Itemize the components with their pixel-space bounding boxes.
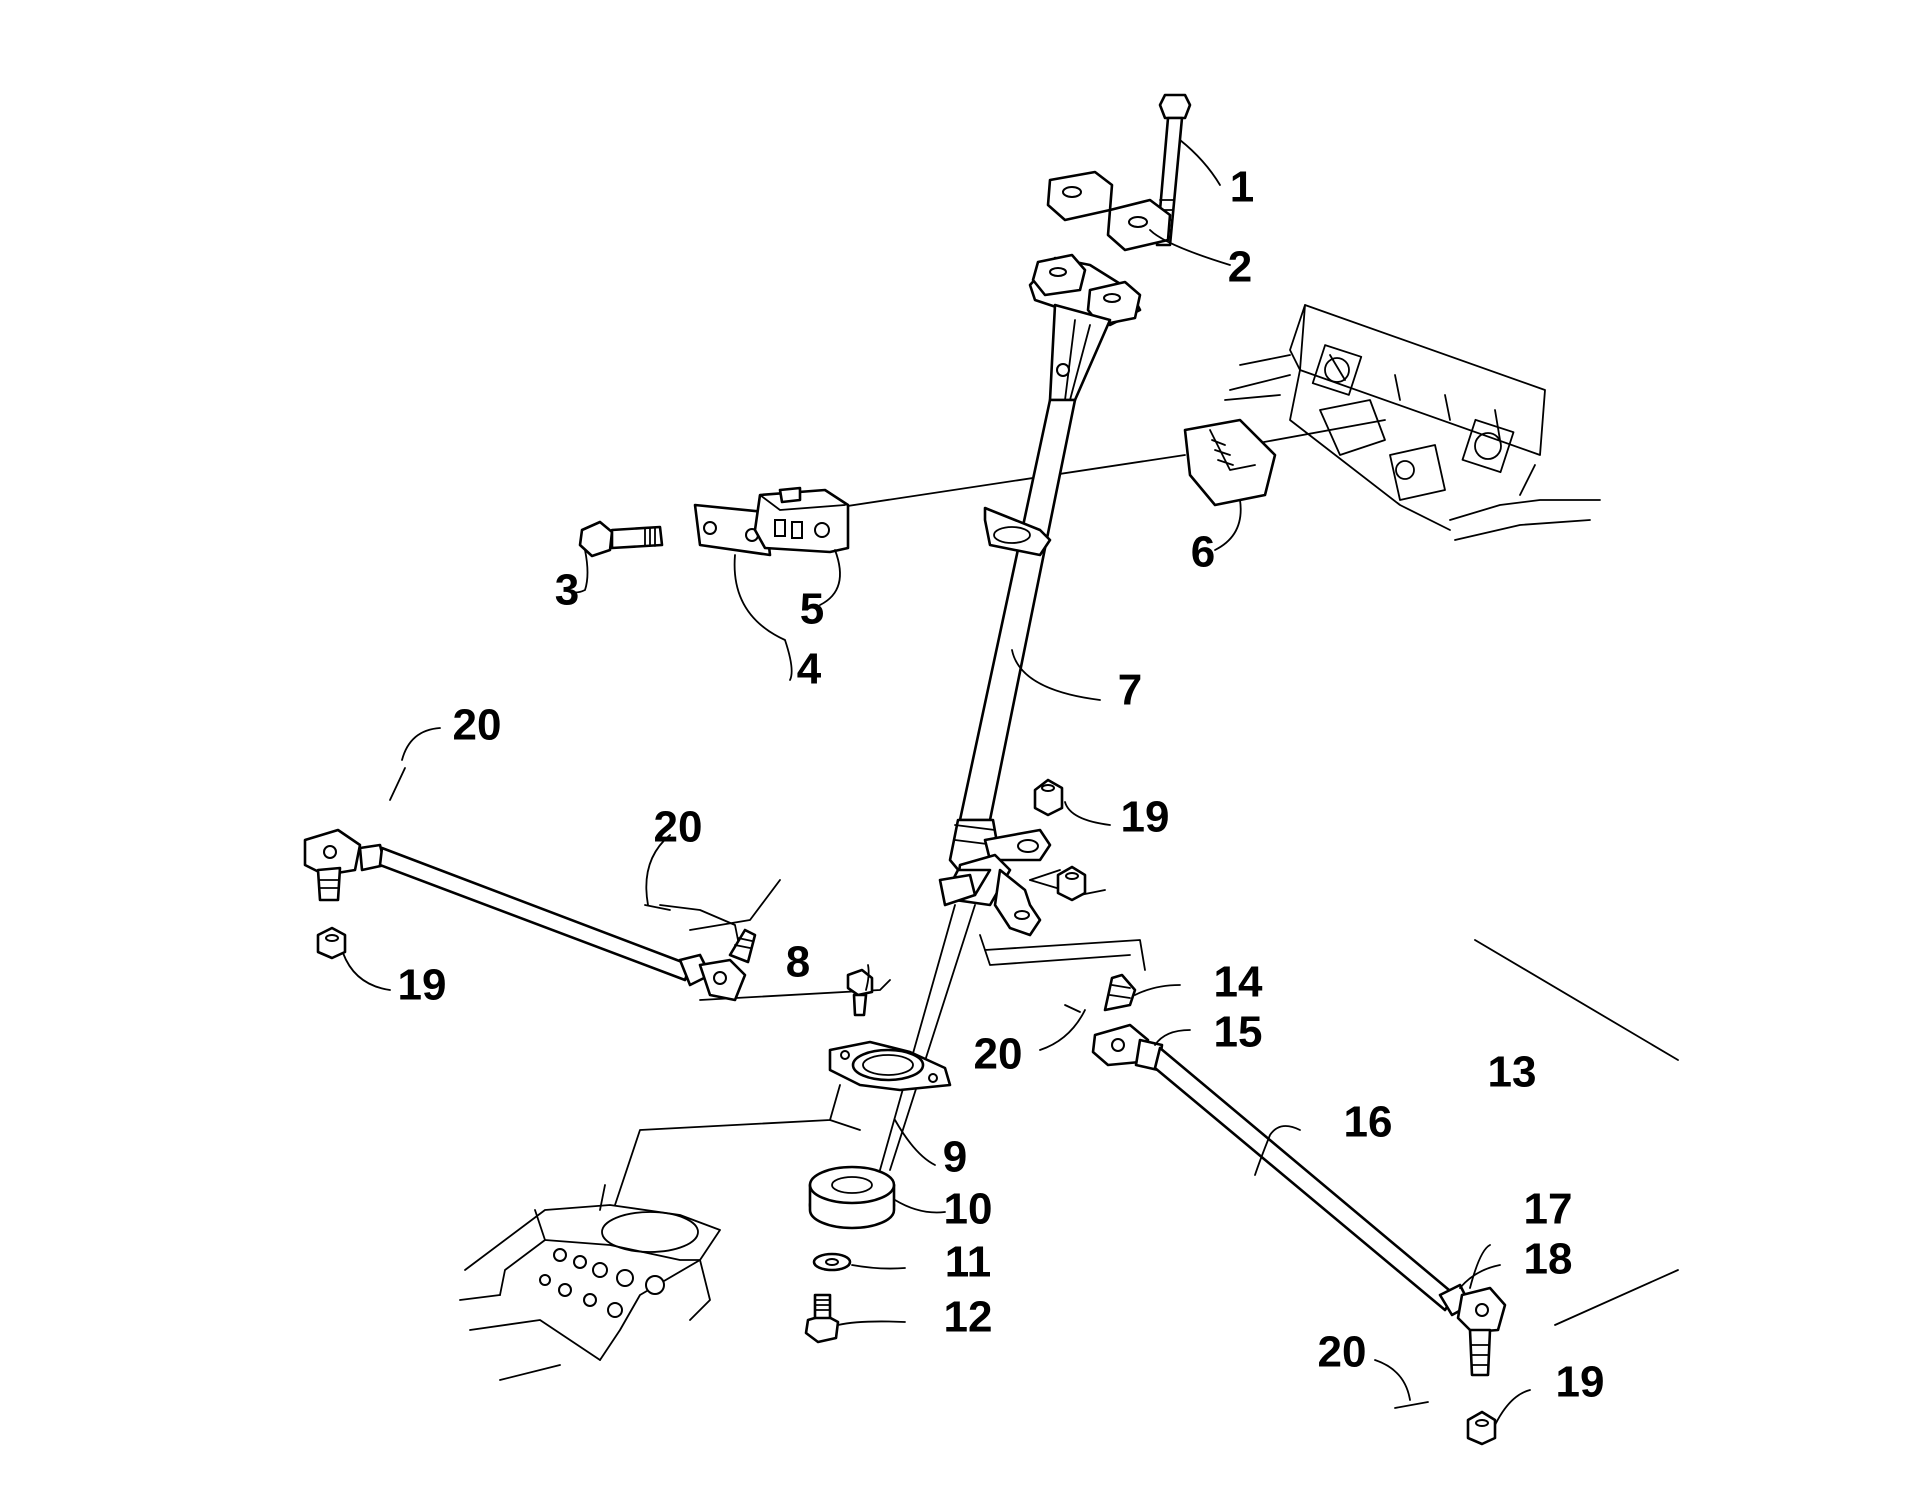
callout-19-column: 19 [1121,793,1170,842]
cotter-pin-part-20-lower-right [1394,1401,1429,1409]
callout-5: 5 [800,585,824,634]
callout-9: 9 [943,1133,967,1182]
callout-20-lower-right: 20 [1318,1328,1367,1377]
bushing-block-part-6 [1183,418,1277,507]
bushing-block-part-5 [753,486,850,554]
washer-part-11 [812,1252,852,1272]
callout-2: 2 [1228,243,1252,292]
bolt-part-12 [804,1293,840,1344]
callout-4: 4 [797,645,822,694]
callout-3: 3 [555,566,579,615]
lower-frame-section [459,1184,721,1381]
bolt-part-8 [846,968,874,1017]
bearing-part-10 [808,1165,896,1230]
nut-part-19-column-lower [1056,865,1087,902]
upper-clamp-part-2 [1046,170,1172,252]
callout-leaders [342,139,1531,1426]
callout-14: 14 [1214,958,1263,1007]
callout-numbers: 1 2 3 4 5 6 7 8 9 10 11 12 13 14 15 16 1… [398,163,1605,1407]
tie-rod-left [303,828,757,1002]
steering-column-part-7 [879,398,1077,1171]
column-top-mount [1028,253,1142,402]
nut-part-19-left [316,926,347,960]
callout-17: 17 [1524,1185,1573,1234]
nut-part-19-column-upper [1033,778,1064,817]
cotter-pin-part-20-middle-left [644,904,671,911]
bushing-plate-part-4 [693,503,772,557]
pivot-bolt-part-3 [578,520,664,558]
cotter-pin-part-20-middle-right [1064,1004,1081,1013]
callout-20-middle-left: 20 [654,803,703,852]
callout-20-middle-right: 20 [974,1030,1023,1079]
callout-1: 1 [1230,163,1254,212]
callout-19-left: 19 [398,961,447,1010]
tie-rod-right-part-13 [1091,973,1507,1377]
callout-7: 7 [1118,666,1142,715]
upper-frame-section [1224,304,1601,541]
callout-15: 15 [1214,1008,1263,1057]
callout-8: 8 [786,938,810,987]
cotter-pin-part-20-upper-left [389,767,406,801]
alignment-lines [614,419,1679,1326]
callout-16: 16 [1344,1098,1393,1147]
flange-plate-part-9 [828,1040,952,1092]
callout-18: 18 [1524,1235,1573,1284]
nut-part-19-right [1466,1410,1497,1446]
callout-20-upper-left: 20 [453,701,502,750]
callout-10: 10 [944,1185,993,1234]
callout-6: 6 [1191,528,1215,577]
callout-11: 11 [945,1238,992,1287]
callout-19-right: 19 [1556,1358,1605,1407]
callout-12: 12 [944,1293,993,1342]
callout-13: 13 [1488,1048,1537,1097]
